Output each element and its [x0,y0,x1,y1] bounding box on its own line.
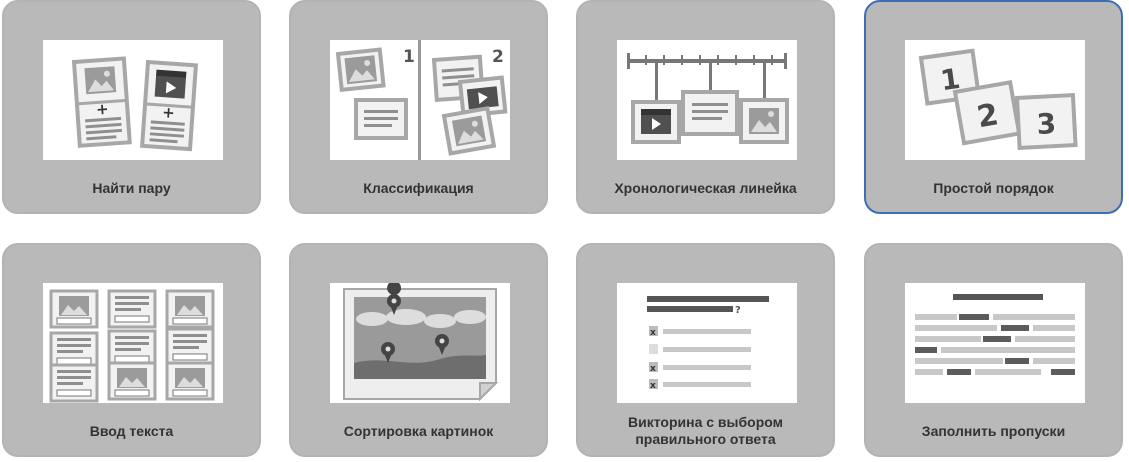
image-icon [344,55,378,85]
image-icon [165,289,215,329]
map-pin-icon [381,342,395,363]
card-label: Хронологическая линейка [614,179,797,196]
map-pin-icon [435,334,449,355]
image-icon [165,361,215,401]
text-input-illustration [43,283,223,403]
image-icon [107,361,157,401]
image-icon [451,115,486,147]
card-label: Сортировка картинок [343,422,494,439]
quiz-illustration: ? x x x [617,283,797,403]
number-1: 1 [938,62,962,97]
image-icon [84,66,117,95]
x-mark: x [650,364,656,374]
find-pair-illustration: + + [43,40,223,160]
card-label: Классификация [363,179,474,196]
card-timeline[interactable]: Хронологическая линейка [576,0,835,214]
plus-icon: + [162,103,176,122]
card-label: Простой порядок [933,179,1054,196]
fill-blanks-illustration [905,283,1085,403]
question-mark: ? [735,305,741,316]
map-pin-icon [387,283,402,315]
card-image-sort[interactable]: Сортировка картинок [289,243,548,457]
card-classification[interactable]: 1 2 [289,0,548,214]
card-text-input[interactable]: Ввод текста [2,243,261,457]
card-label: Викторина с выбором правильного ответа [628,414,783,447]
video-icon [154,69,187,99]
x-mark: x [650,328,656,338]
simple-order-illustration: 1 2 3 [905,40,1085,160]
image-icon [49,289,99,329]
plus-icon: + [95,100,109,119]
group-number-2: 2 [492,47,504,67]
x-mark: x [650,381,656,391]
card-quiz[interactable]: ? x x x Викторина с выбором правильного … [576,243,835,457]
number-3: 3 [1036,107,1057,141]
image-sort-illustration [330,283,510,403]
card-find-pair[interactable]: + + Найти пару [2,0,261,214]
card-fill-blanks[interactable]: Заполнить пропуски [864,243,1123,457]
card-simple-order[interactable]: 1 2 3 Простой порядок [864,0,1123,214]
divider [418,40,421,160]
card-label: Заполнить пропуски [921,422,1066,439]
card-label: Найти пару [92,179,171,196]
classification-illustration: 1 2 [330,40,510,160]
group-number-1: 1 [403,47,415,67]
timeline-illustration [617,40,797,160]
card-label: Ввод текста [89,422,174,439]
